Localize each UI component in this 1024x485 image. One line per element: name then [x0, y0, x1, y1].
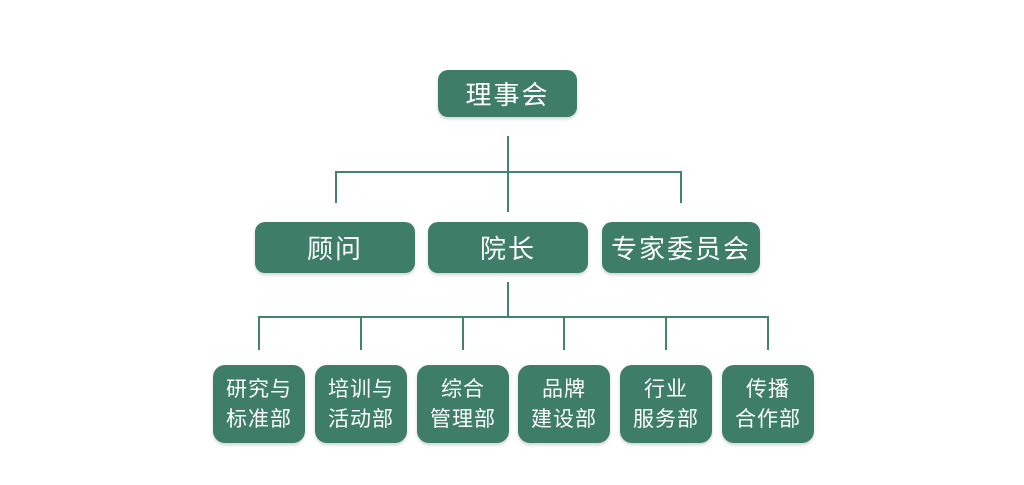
connector-drop-expert-committee — [680, 171, 682, 203]
connector-drop-brand-building — [563, 316, 565, 350]
org-node-expert-committee-label: 专家委员会 — [610, 235, 751, 264]
connector-drop-training-events — [360, 316, 362, 350]
org-node-expert-committee: 专家委员会 — [602, 222, 760, 273]
connector-level2-horizontal — [336, 171, 682, 173]
org-node-research-standards-label: 研究与 标准部 — [226, 377, 292, 431]
org-node-training-events-label: 培训与 活动部 — [328, 377, 394, 431]
connector-drop-general-admin — [462, 316, 464, 350]
org-node-brand-building-label: 品牌 建设部 — [531, 377, 597, 431]
org-node-advisor-label: 顾问 — [306, 235, 363, 264]
org-node-board-label: 理事会 — [465, 81, 550, 110]
org-node-board: 理事会 — [438, 70, 577, 117]
connector-drop-research-standards — [258, 316, 260, 350]
org-node-industry-service-label: 行业 服务部 — [633, 377, 699, 431]
org-node-training-events: 培训与 活动部 — [315, 365, 407, 443]
connector-board-stem — [507, 136, 509, 212]
org-node-general-admin: 综合 管理部 — [417, 365, 509, 443]
org-node-communication-cooperation: 传播 合作部 — [722, 365, 814, 443]
connector-drop-industry-service — [665, 316, 667, 350]
org-node-dean-label: 院长 — [479, 235, 536, 264]
org-node-communication-cooperation-label: 传播 合作部 — [735, 377, 801, 431]
org-node-industry-service: 行业 服务部 — [620, 365, 712, 443]
org-node-dean: 院长 — [428, 222, 588, 273]
org-node-advisor: 顾问 — [255, 222, 415, 273]
connector-drop-communication-cooperation — [767, 316, 769, 350]
org-node-brand-building: 品牌 建设部 — [518, 365, 610, 443]
org-node-research-standards: 研究与 标准部 — [213, 365, 305, 443]
connector-level3-horizontal — [258, 316, 769, 318]
connector-drop-advisor — [335, 171, 337, 203]
connector-dean-stem — [507, 282, 509, 317]
org-node-general-admin-label: 综合 管理部 — [430, 377, 496, 431]
